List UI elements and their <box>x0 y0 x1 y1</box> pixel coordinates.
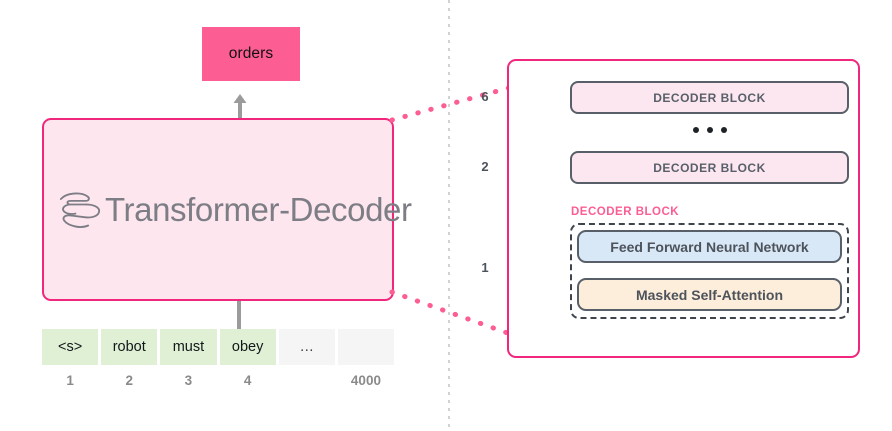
layer-number-1: 1 <box>481 260 489 275</box>
token-cell: <s> <box>42 329 99 365</box>
input-token-row: <s> robot must obey … <box>42 329 395 365</box>
token-cell: must <box>160 329 217 365</box>
token-index: 2 <box>125 372 134 388</box>
dot-icon <box>720 127 727 133</box>
token-cell: robot <box>101 329 158 365</box>
transformer-decoder-box: Transformer-Decoder <box>42 118 412 301</box>
zoom-connector-bottom-icon <box>389 289 519 339</box>
transformer-bird-logo-icon <box>59 192 101 228</box>
token-cell-ellipsis: … <box>278 329 335 365</box>
input-connector-line <box>237 301 241 329</box>
token-cell: obey <box>219 329 276 365</box>
token-index-row: 1 2 3 4 4000 <box>42 370 394 390</box>
token-index <box>279 370 335 390</box>
token-index: 4 <box>243 372 252 388</box>
decoder-block-6: DECODER BLOCK <box>570 81 849 114</box>
decoder-block-2: DECODER BLOCK <box>570 151 849 184</box>
decoder-block-1-dashed-outline <box>570 223 849 319</box>
transformer-decoder-label: Transformer-Decoder <box>105 190 412 228</box>
zoom-connector-top-icon <box>389 83 519 123</box>
dot-icon <box>706 127 713 133</box>
output-token-label: orders <box>228 45 274 62</box>
token-index: 1 <box>66 372 74 388</box>
layer-number-6: 6 <box>481 89 489 104</box>
token-index-last: 4000 <box>350 372 381 388</box>
dot-icon <box>692 127 699 133</box>
vertical-dotted-divider <box>448 0 450 431</box>
token-cell-last <box>337 329 395 365</box>
masked-self-attention-box: Masked Self-Attention <box>577 278 842 311</box>
output-token-box: orders <box>202 27 300 81</box>
arrow-up-icon <box>233 94 247 120</box>
token-index: 3 <box>184 372 193 388</box>
feed-forward-neural-network-box: Feed Forward Neural Network <box>577 230 842 263</box>
vertical-ellipsis-icon <box>570 120 849 140</box>
layer-number-2: 2 <box>481 159 489 174</box>
decoder-block-caption: DECODER BLOCK <box>571 206 680 218</box>
